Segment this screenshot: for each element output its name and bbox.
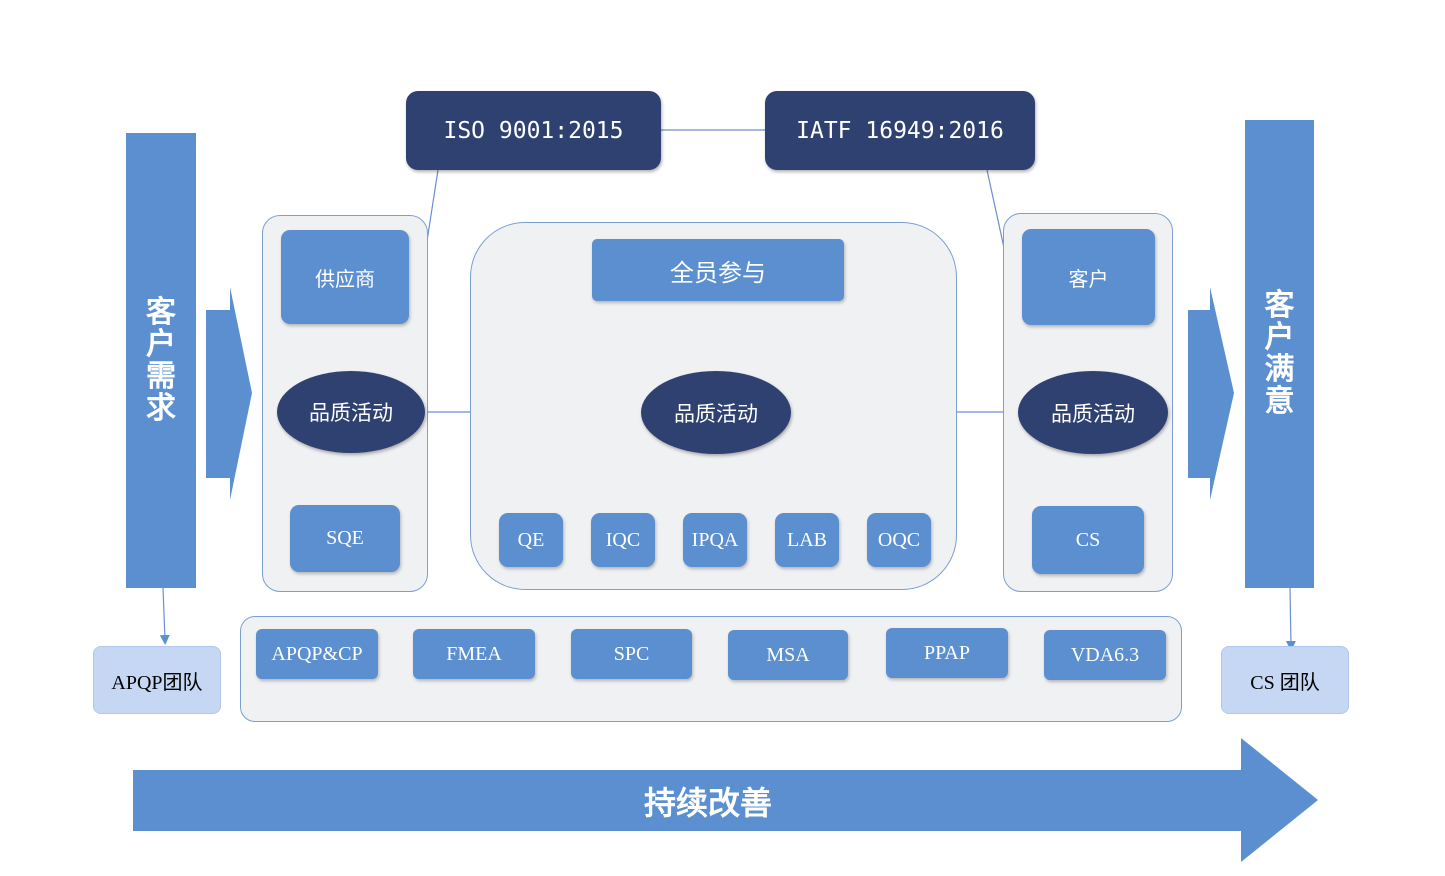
customer-satisfaction-char: 意 — [1264, 384, 1295, 419]
iqc-box: IQC — [591, 513, 655, 567]
supplier-box: 供应商 — [281, 230, 409, 324]
tool-vda63: VDA6.3 — [1044, 630, 1166, 680]
customer-activity-label: 品质活动 — [1051, 401, 1135, 426]
tool-label: SPC — [613, 642, 650, 665]
cs-box: CS — [1032, 506, 1144, 574]
improvement-arrow — [133, 738, 1318, 862]
oqc-label: OQC — [877, 528, 921, 551]
supplier-activity-label: 品质活动 — [309, 401, 393, 425]
lab-label: LAB — [787, 528, 827, 551]
iatf-standard-label: IATF 16949:2016 — [796, 117, 1004, 144]
oqc-box: OQC — [867, 513, 931, 567]
qe-label: QE — [517, 528, 545, 551]
tool-label: VDA6.3 — [1070, 643, 1140, 666]
supplier-label: 供应商 — [315, 266, 375, 291]
iso-standard-box: ISO 9001:2015 — [406, 91, 661, 170]
cs-label: CS — [1075, 528, 1101, 551]
ipqa-label: IPQA — [691, 528, 739, 551]
sqe-label: SQE — [326, 527, 364, 549]
customer-satisfaction-char: 满 — [1264, 352, 1295, 387]
customer-label: 客户 — [1068, 266, 1109, 291]
apqp-team-box: APQP团队 — [93, 646, 221, 714]
customer-demand-char: 户 — [146, 326, 176, 362]
tool-apqp-cp: APQP&CP — [256, 629, 378, 679]
iqc-label: IQC — [605, 528, 641, 551]
tool-label: PPAP — [924, 641, 970, 664]
tool-spc: SPC — [571, 629, 692, 679]
tool-label: MSA — [766, 643, 810, 666]
customer-satisfaction-char: 客 — [1264, 288, 1295, 323]
flow-arrow-left — [206, 287, 252, 500]
cs-team-label: CS 团队 — [1250, 671, 1320, 694]
tool-ppap: PPAP — [886, 628, 1008, 678]
qe-box: QE — [499, 513, 563, 567]
customer-satisfaction-bar: 客 户 满 意 — [1245, 120, 1314, 588]
customer-demand-char: 客 — [146, 294, 176, 330]
tool-label: FMEA — [446, 642, 502, 665]
apqp-team-label: APQP团队 — [111, 671, 203, 694]
center-quality-activity: 品质活动 — [641, 371, 791, 454]
all-staff-label: 全员参与 — [670, 258, 766, 287]
continuous-improvement-label: 持续改善 — [643, 783, 772, 822]
tool-label: APQP&CP — [271, 642, 363, 665]
cs-team-box: CS 团队 — [1221, 646, 1349, 714]
ipqa-box: IPQA — [683, 513, 747, 567]
customer-demand-bar: 客 户 需 求 — [126, 133, 196, 588]
tool-fmea: FMEA — [413, 629, 535, 679]
all-staff-box: 全员参与 — [592, 239, 844, 301]
customer-quality-activity: 品质活动 — [1018, 371, 1168, 454]
sqe-box: SQE — [290, 505, 400, 572]
customer-demand-char: 求 — [146, 390, 176, 426]
continuous-improvement-label-wrap: 持续改善 — [133, 770, 1283, 831]
iso-standard-label: ISO 9001:2015 — [443, 117, 624, 144]
center-activity-label: 品质活动 — [674, 401, 758, 426]
customer-demand-char: 需 — [146, 358, 176, 394]
tools-panel — [240, 616, 1182, 722]
flow-arrow-right — [1188, 287, 1234, 500]
lab-box: LAB — [775, 513, 839, 567]
customer-satisfaction-char: 户 — [1264, 320, 1295, 355]
iatf-standard-box: IATF 16949:2016 — [765, 91, 1035, 170]
tool-msa: MSA — [728, 630, 848, 680]
customer-box: 客户 — [1022, 229, 1155, 325]
supplier-quality-activity: 品质活动 — [277, 371, 425, 453]
